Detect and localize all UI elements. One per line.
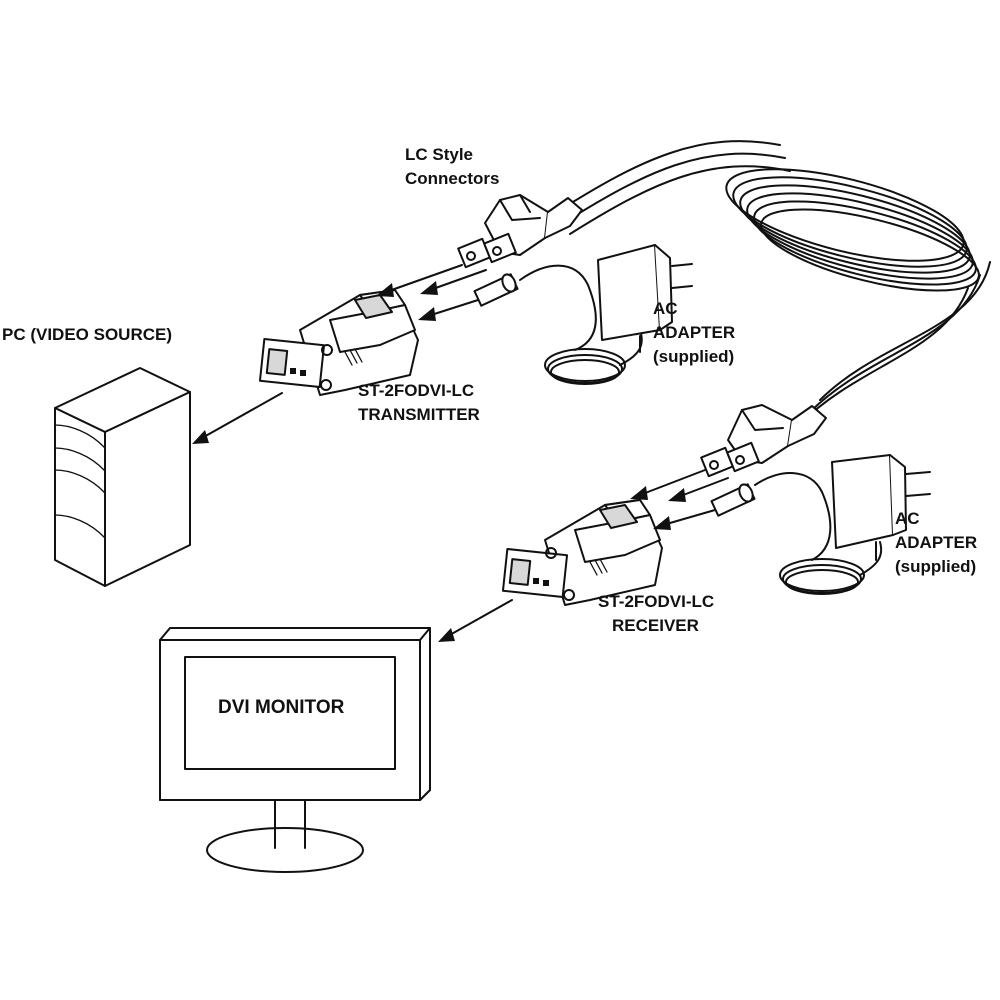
signal-arrows — [192, 264, 729, 642]
ac-adapter-icon — [597, 244, 693, 353]
adapter-top-label-line2: ADAPTER — [653, 323, 735, 342]
adapter-bottom-label-line3: (supplied) — [895, 557, 976, 576]
ac-adapter-icon — [831, 454, 931, 561]
fiber-cable-coil-icon — [559, 140, 991, 425]
lc-connectors-label-line2: Connectors — [405, 169, 499, 188]
receiver-model-label: ST-2FODVI-LC — [598, 592, 714, 611]
dvi-receiver-icon — [501, 499, 663, 606]
adapter-bottom-label-line2: ADAPTER — [895, 533, 977, 552]
pc-label: PC (VIDEO SOURCE) — [2, 325, 172, 344]
lc-connector-icon — [457, 194, 583, 269]
adapter-top-label-line1: AC — [653, 299, 678, 318]
dvi-transmitter-icon — [258, 289, 419, 396]
monitor-label: DVI MONITOR — [218, 697, 345, 718]
adapter-bottom-label-line1: AC — [895, 509, 920, 528]
transmitter-type-label: TRANSMITTER — [358, 405, 480, 424]
receiver-type-label: RECEIVER — [612, 616, 699, 635]
monitor-icon — [159, 627, 431, 873]
lc-connector-icon — [700, 404, 827, 478]
pc-tower-icon — [54, 367, 191, 587]
lc-connectors-label-line1: LC Style — [405, 145, 473, 164]
adapter-top-label-line3: (supplied) — [653, 347, 734, 366]
transmitter-model-label: ST-2FODVI-LC — [358, 381, 474, 400]
power-plug-icon — [710, 472, 883, 595]
power-plug-icon — [473, 264, 643, 385]
